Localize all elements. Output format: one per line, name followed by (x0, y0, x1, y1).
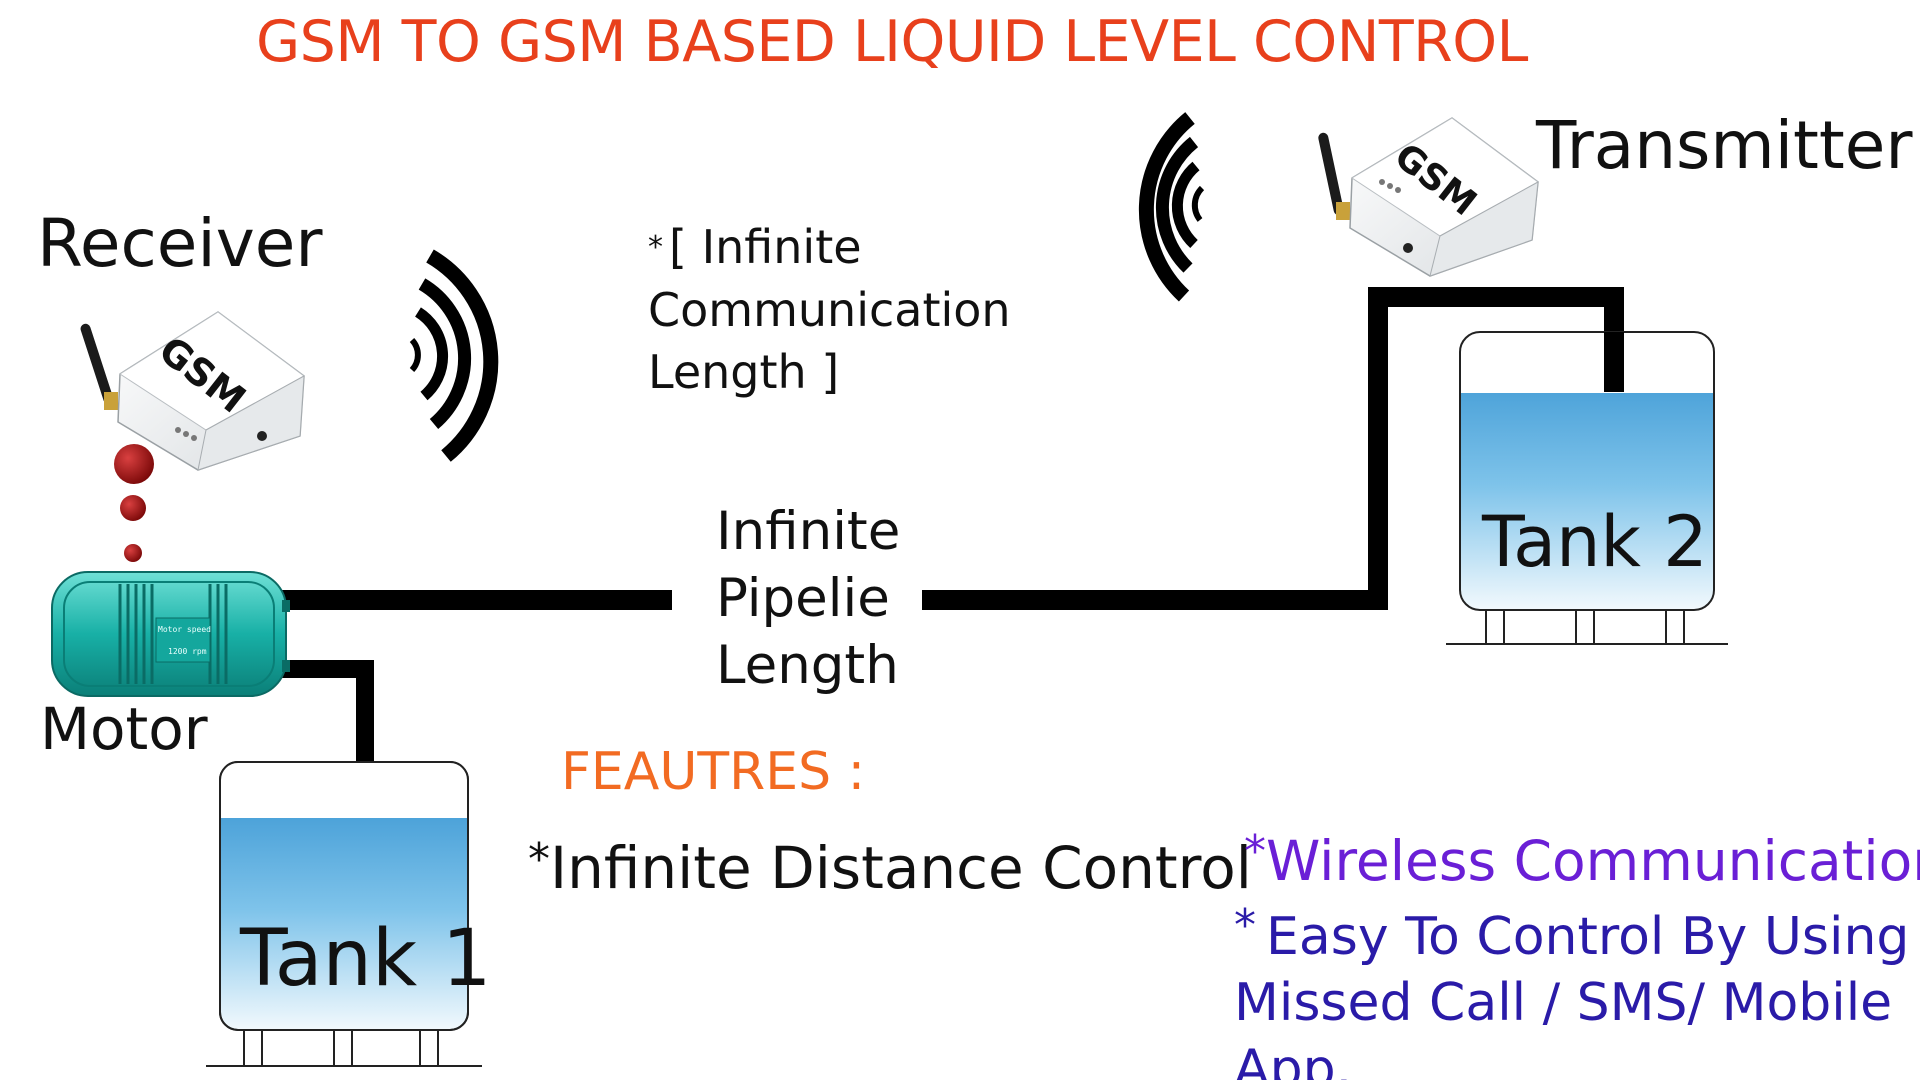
receiver-gsm-device (80, 311, 305, 471)
feature-easy-control: *Easy To Control By Using Missed Call / … (1234, 893, 1914, 1080)
motor-plate-line2: 1200 rpm (168, 647, 207, 656)
transmitter-label: Transmitter (1536, 107, 1913, 184)
tank-1 (206, 761, 482, 1067)
features-heading: FEAUTRES : (561, 742, 866, 802)
feature-wireless-communication: *Wireless Communication (1244, 830, 1920, 889)
pipeline-length-note: Infinite Pipelie Length (716, 501, 901, 696)
signal-waves-transmitter (1138, 112, 1205, 302)
receiver-label: Receiver (37, 205, 323, 282)
feature-infinite-distance-text: Infinite Distance Control (550, 834, 1252, 902)
feature-infinite-distance: *Infinite Distance Control (528, 838, 1252, 898)
motor (51, 571, 290, 697)
tank-2 (1446, 331, 1728, 645)
transmitter-gsm-device (1318, 117, 1539, 277)
signal-indicator-dots (114, 444, 154, 562)
feature-wireless-text: Wireless Communication (1266, 829, 1920, 893)
motor-plate-line1: Motor speed (158, 625, 211, 634)
tank-1-label: Tank 1 (240, 914, 492, 1004)
communication-note-text: [ Infinite Communication Length ] (648, 220, 1011, 399)
feature-asterisk: * (1234, 900, 1256, 951)
communication-asterisk: * (648, 230, 663, 265)
communication-length-note: *[ Infinite Communication Length ] (648, 216, 1028, 403)
diagram-title: GSM TO GSM BASED LIQUID LEVEL CONTROL (256, 9, 1528, 75)
signal-waves-receiver (409, 249, 499, 462)
pipeline (280, 287, 1624, 610)
motor-label: Motor (40, 695, 208, 763)
feature-asterisk: * (1244, 826, 1266, 877)
feature-easy-text: Easy To Control By Using Missed Call / S… (1234, 907, 1910, 1080)
tank-2-label: Tank 2 (1482, 501, 1708, 583)
feature-asterisk: * (528, 834, 550, 885)
